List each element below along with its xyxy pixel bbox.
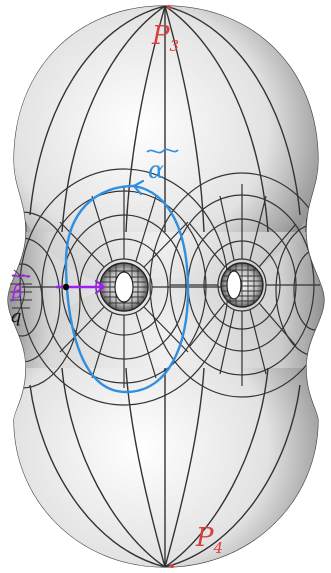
beta-arrowhead <box>94 279 106 295</box>
p3-marker <box>167 5 171 9</box>
point-q-marker <box>62 283 70 291</box>
label-beta: β <box>11 274 31 303</box>
alpha-symbol: α <box>148 156 164 184</box>
label-p3: P3 <box>151 21 179 55</box>
label-p4: P4 <box>195 523 223 557</box>
beta-tilde <box>11 274 31 278</box>
label-alpha: α <box>146 148 179 184</box>
p4-marker <box>170 564 174 568</box>
alpha-arrowhead <box>132 179 145 196</box>
alpha-tilde <box>146 148 179 154</box>
top-meridians <box>29 6 301 233</box>
bottom-meridians <box>29 367 301 567</box>
label-q: q <box>10 306 22 327</box>
right-hole <box>220 262 264 308</box>
beta-symbol: β <box>11 282 22 303</box>
left-hole <box>99 262 149 312</box>
alpha-curve <box>64 179 190 394</box>
